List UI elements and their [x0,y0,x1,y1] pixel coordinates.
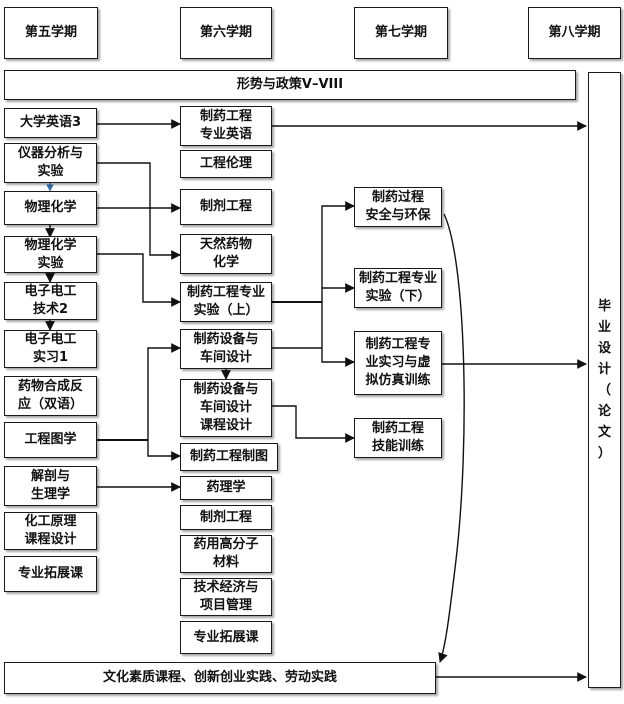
arrow-instrument-to-natural [97,162,181,260]
course-pharm-experiment-lower: 制药工程专业 实验（下） [354,268,442,308]
course-chem-engineering-design: 化工原理 课程设计 [4,512,97,550]
bottom-banner: 文化素质课程、创新创业实践、劳动实践 [4,662,436,694]
arrow-equip-course-to-skills [272,405,355,443]
course-equipment-workshop-design: 制药设备与 车间设计 [180,329,272,369]
graduation-thesis-box: 毕 业 设 计 （ 论 文 ） [588,72,621,688]
semester-8-header: 第八学期 [528,7,621,59]
course-college-english-3: 大学英语3 [4,108,97,138]
course-extension-6: 专业拓展课 [180,621,272,654]
top-banner: 形势与政策V–VIII [4,70,576,100]
arrow-drawing-to-drawing-pe [147,440,181,461]
course-formulation-engineering: 制剂工程 [180,189,272,225]
course-physical-chemistry-lab: 物理化学 实验 [4,236,97,273]
course-physical-chemistry: 物理化学 [4,191,97,225]
course-equipment-design-project: 制药设备与 车间设计 课程设计 [180,379,272,437]
semester-7-header: 第七学期 [354,7,448,59]
arrow-junction-to-internship [321,302,355,367]
course-extension-5: 专业拓展课 [4,556,97,592]
course-electrotechnics-2: 电子电工 技术2 [4,282,97,320]
course-natural-medicinal-chemistry: 天然药物 化学 [180,234,272,274]
course-pharmacology: 药理学 [180,476,272,500]
arrow-junction-to-safety [321,201,355,302]
course-tech-economics-pm: 技术经济与 项目管理 [180,578,272,616]
arrow-safety-to-bottom-banner [438,213,465,663]
course-electro-practice-1: 电子电工 实习1 [4,330,97,368]
course-engineering-ethics: 工程伦理 [180,150,272,178]
course-process-safety-environment: 制药过程 安全与环保 [354,187,442,227]
course-pharm-polymer-materials: 药用高分子 材料 [180,535,272,573]
course-drug-synthesis: 药物合成反 应（双语） [4,376,97,416]
course-engineering-drawing: 工程图学 [4,422,97,458]
semester-5-header: 第五学期 [4,7,98,59]
course-instrumental-analysis: 仪器分析与 实验 [4,143,97,183]
course-internship-simulation: 制药工程专 业实习与虚 拟仿真训练 [354,331,442,395]
course-anatomy-physiology: 解剖与 生理学 [4,466,97,506]
course-pharm-experiment-upper: 制药工程专业 实验（上） [180,282,272,322]
arrow-drawing-to-equip-design [147,343,181,440]
arrow-physchem-lab-to-exp-upper [97,253,181,307]
course-skills-training: 制药工程 技能训练 [354,418,442,458]
semester-6-header: 第六学期 [180,7,272,59]
course-pharm-engineering-drawing: 制药工程制图 [180,443,278,471]
course-formulation-engineering-2: 制剂工程 [180,505,272,530]
course-pharm-english: 制药工程 专业英语 [180,106,272,146]
